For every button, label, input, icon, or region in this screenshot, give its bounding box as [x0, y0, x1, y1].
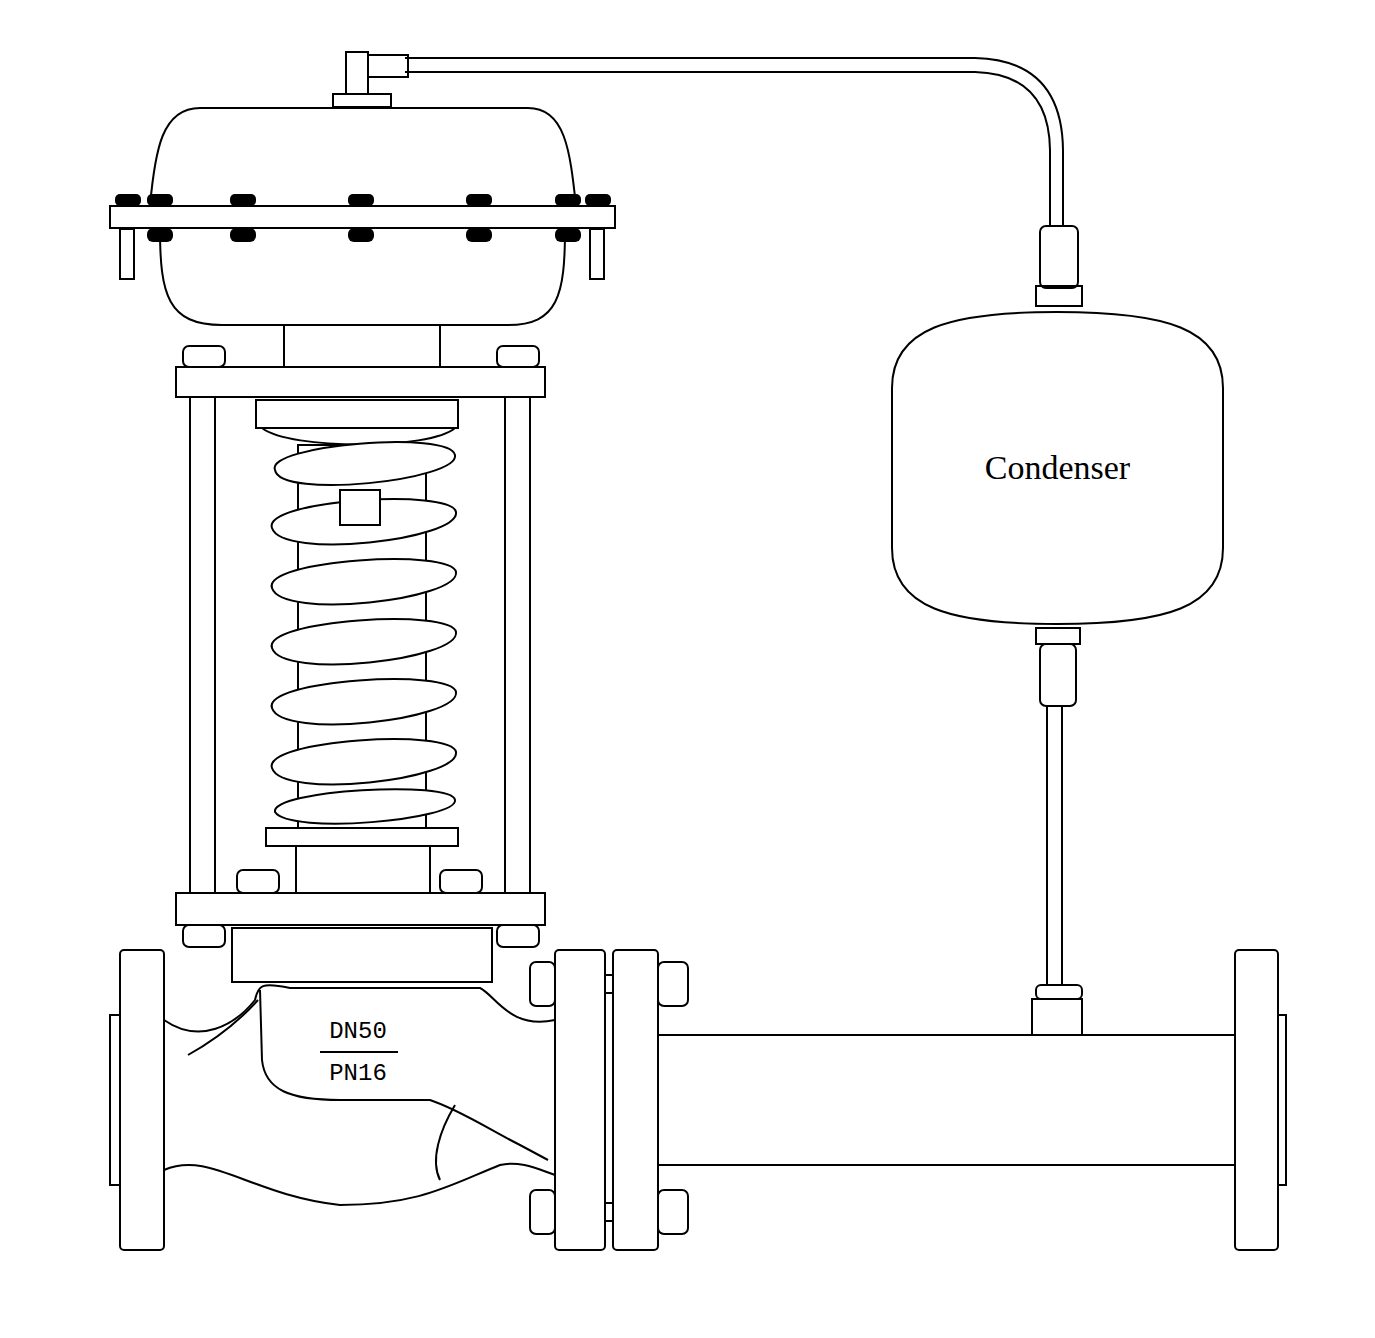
body-marking: DN50: [329, 1018, 387, 1045]
nut: [658, 962, 688, 1006]
marking-divider: [320, 1051, 398, 1053]
tube-fitting: [1040, 644, 1076, 706]
valve-flange: [120, 950, 164, 1250]
stem-joint: [340, 490, 380, 525]
bolt: [605, 1203, 613, 1221]
vessel-label: Condenser: [985, 449, 1130, 487]
pipe-flange: [1235, 950, 1278, 1250]
actuator-cover: [160, 229, 565, 325]
nut: [440, 870, 482, 893]
valve-flange: [555, 950, 605, 1250]
yoke-plate: [176, 893, 545, 925]
bonnet: [232, 928, 492, 982]
actuator-fitting: [368, 55, 408, 77]
valve-body: [260, 990, 548, 1160]
yoke-plate: [176, 367, 545, 397]
spring-seat: [266, 828, 458, 846]
impulse-tube: [405, 58, 1063, 226]
nut: [658, 1190, 688, 1234]
impulse-tube: [1061, 706, 1063, 985]
actuator-neck: [284, 325, 440, 367]
tap-fitting: [1036, 985, 1082, 999]
actuator-fitting: [333, 94, 391, 107]
pipe: [658, 1034, 1235, 1036]
stem: [296, 846, 430, 893]
nut: [183, 925, 225, 947]
pipe: [658, 1164, 1235, 1166]
tube-fitting: [1036, 286, 1082, 306]
body-marking: PN16: [329, 1060, 387, 1087]
flange-bolts: [115, 194, 611, 242]
stud-bolt: [120, 229, 134, 279]
nut: [237, 870, 279, 893]
tap-fitting: [1032, 999, 1082, 1035]
impulse-tube: [405, 72, 1050, 226]
actuator-flange: [110, 206, 615, 228]
bolt: [605, 975, 613, 993]
nut: [183, 346, 225, 367]
yoke-post: [190, 397, 215, 893]
nut: [530, 962, 555, 1006]
pipe-flange: [1278, 1015, 1286, 1185]
actuator-cover: [150, 108, 576, 206]
tube-fitting: [1040, 226, 1078, 288]
yoke-post: [505, 397, 530, 893]
pipe-flange: [613, 950, 658, 1250]
condenser-vessel: Condenser: [890, 308, 1225, 628]
nut: [530, 1190, 555, 1234]
actuator-fitting: [346, 52, 368, 94]
spring-coils: [272, 442, 456, 823]
valve-flange: [110, 1015, 120, 1185]
nut: [497, 925, 539, 947]
stud-bolt: [590, 229, 604, 279]
spring-seat: [262, 428, 455, 445]
tube-fitting: [1036, 628, 1080, 644]
impulse-tube: [1046, 706, 1048, 985]
valve-body: [436, 1105, 455, 1180]
spring-seat: [256, 400, 458, 428]
valve-body: [164, 1164, 555, 1205]
valve-body: [188, 1000, 258, 1055]
nut: [497, 346, 539, 367]
